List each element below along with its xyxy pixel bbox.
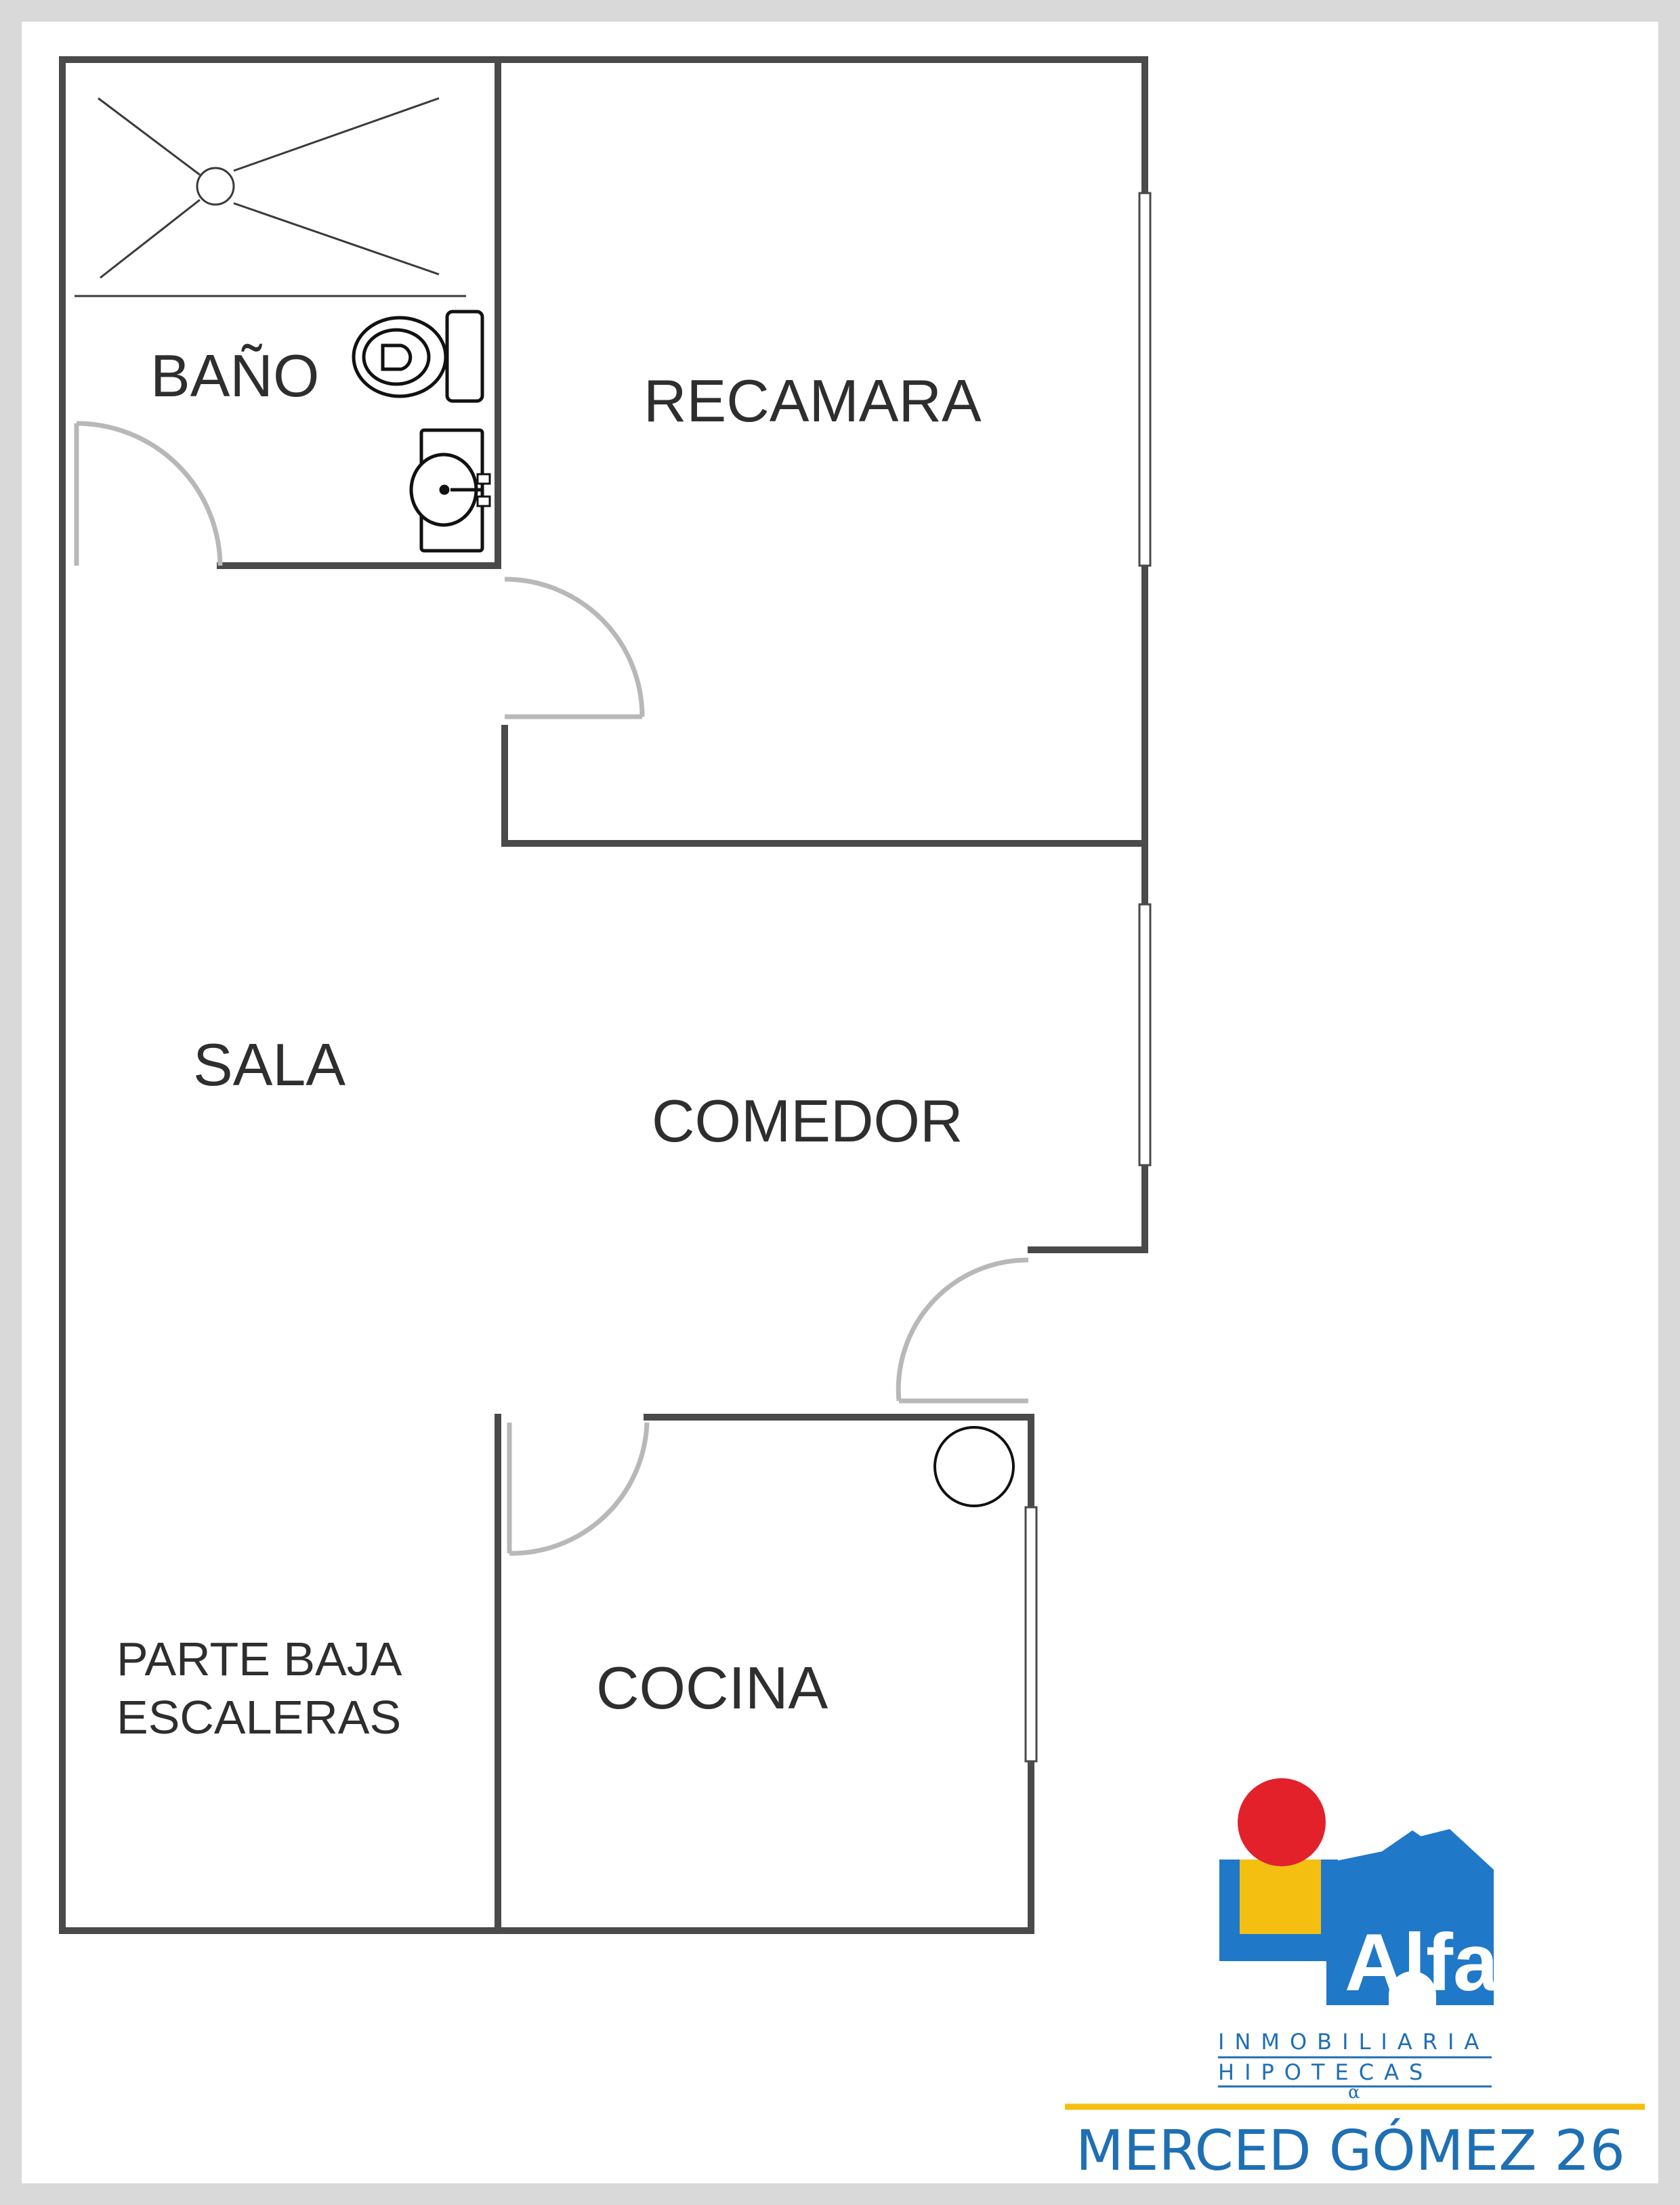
- logo-house-roof: [1331, 1830, 1494, 2005]
- windows: [1024, 192, 1152, 1763]
- room-label-bano: BAÑO: [150, 342, 319, 409]
- door-bano: [74, 421, 223, 566]
- room-label-recamara: RECAMARA: [644, 367, 982, 434]
- door-comedor: [896, 1257, 1029, 1404]
- address-text: MERCED GÓMEZ 26: [1076, 2118, 1625, 2183]
- room-label-comedor: COMEDOR: [652, 1087, 963, 1154]
- logo-house-window: [1389, 1971, 1436, 2005]
- room-label-sala: SALA: [193, 1031, 345, 1098]
- toilet-icon: [352, 310, 484, 403]
- logo-line1-text: INMOBILIARIA: [1218, 2029, 1489, 2055]
- door-recamara: [504, 576, 645, 719]
- room-label-cocina: COCINA: [596, 1654, 828, 1721]
- window-cocina: [1024, 1506, 1038, 1763]
- room-label-parte-baja: PARTE BAJA: [117, 1633, 402, 1685]
- window-comedor: [1138, 903, 1152, 1167]
- shower-icon: [75, 97, 466, 297]
- logo-brand-text: Alfa: [1345, 1917, 1499, 2008]
- logo-alpha-symbol: α: [1348, 2082, 1360, 2103]
- doors: [74, 421, 1029, 1556]
- logo-line2-text: HIPOTECAS: [1218, 2059, 1433, 2085]
- logo-blue-pillar: [1219, 1860, 1240, 1941]
- logo-yellow-block: [1240, 1860, 1321, 1934]
- door-cocina: [507, 1422, 650, 1556]
- room-label-escaleras: ESCALERAS: [117, 1691, 401, 1744]
- sink-icon: [409, 428, 491, 553]
- window-recamara: [1138, 192, 1152, 567]
- logo-red-circle: [1238, 1778, 1326, 1866]
- boiler-icon: [933, 1426, 1015, 1507]
- walls: [59, 56, 1148, 1934]
- alfa-logo: Alfa INMOBILIARIA HIPOTECAS α: [1218, 1778, 1499, 2103]
